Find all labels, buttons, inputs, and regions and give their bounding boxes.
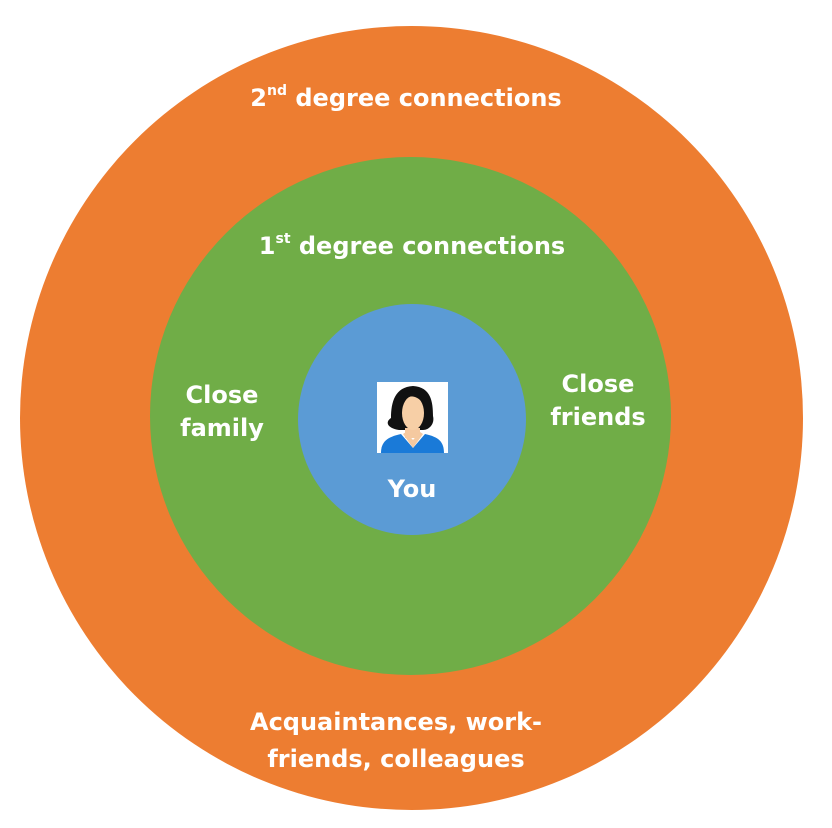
you-label: You [387, 475, 437, 503]
first-degree-title: 1st degree connections [258, 231, 566, 260]
acquaintances-label: Acquaintances, work-friends, colleagues [249, 708, 543, 773]
person-avatar-icon [377, 382, 448, 453]
second-degree-title: 2nd degree connections [250, 83, 562, 112]
